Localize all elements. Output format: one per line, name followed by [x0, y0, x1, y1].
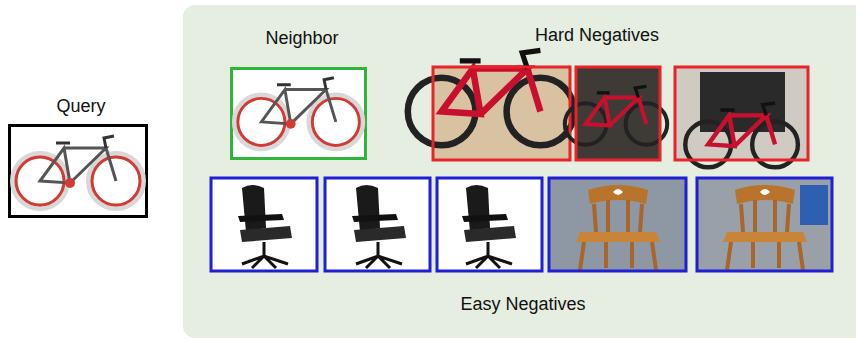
easy-negative-box	[437, 178, 542, 271]
hard-bike	[408, 50, 574, 145]
neighbor-bike	[235, 78, 362, 149]
node-label: Query	[0, 96, 171, 116]
wooden-chair	[723, 185, 807, 270]
wooden-chair	[576, 185, 660, 270]
background-object	[800, 185, 828, 225]
node-label: Easy Negatives	[423, 294, 623, 314]
office-chair	[238, 185, 292, 268]
node-label: Neighbor	[202, 28, 402, 48]
photo-bg	[576, 67, 660, 160]
easy-negative-box	[325, 178, 430, 271]
office-chair	[352, 185, 406, 268]
photo-bg	[549, 178, 686, 271]
neighbor-image-box: Neighbor	[230, 67, 367, 160]
hard-bike	[565, 86, 667, 144]
photo-bg	[433, 67, 570, 160]
fireplace	[700, 72, 785, 132]
results-panel: Hard NegativesEasy Negatives Neighbor	[183, 5, 856, 338]
photo-bg	[211, 178, 317, 271]
hard-negative-box	[675, 67, 808, 160]
easy-negative-box	[549, 178, 686, 271]
node-label: Hard Negatives	[497, 25, 697, 45]
hard-negative-box	[576, 67, 660, 160]
office-chair	[462, 185, 516, 268]
photo-bg	[697, 178, 832, 271]
hard-negative-box	[433, 67, 570, 160]
photo-bg	[437, 178, 542, 271]
photo-bg	[675, 67, 808, 160]
easy-negative-box	[211, 178, 317, 271]
query-bike	[13, 136, 143, 208]
easy-negative-box	[697, 178, 832, 271]
photo-bg	[325, 178, 430, 271]
hard-bike	[685, 103, 798, 167]
query-image-box: Query	[8, 124, 148, 218]
